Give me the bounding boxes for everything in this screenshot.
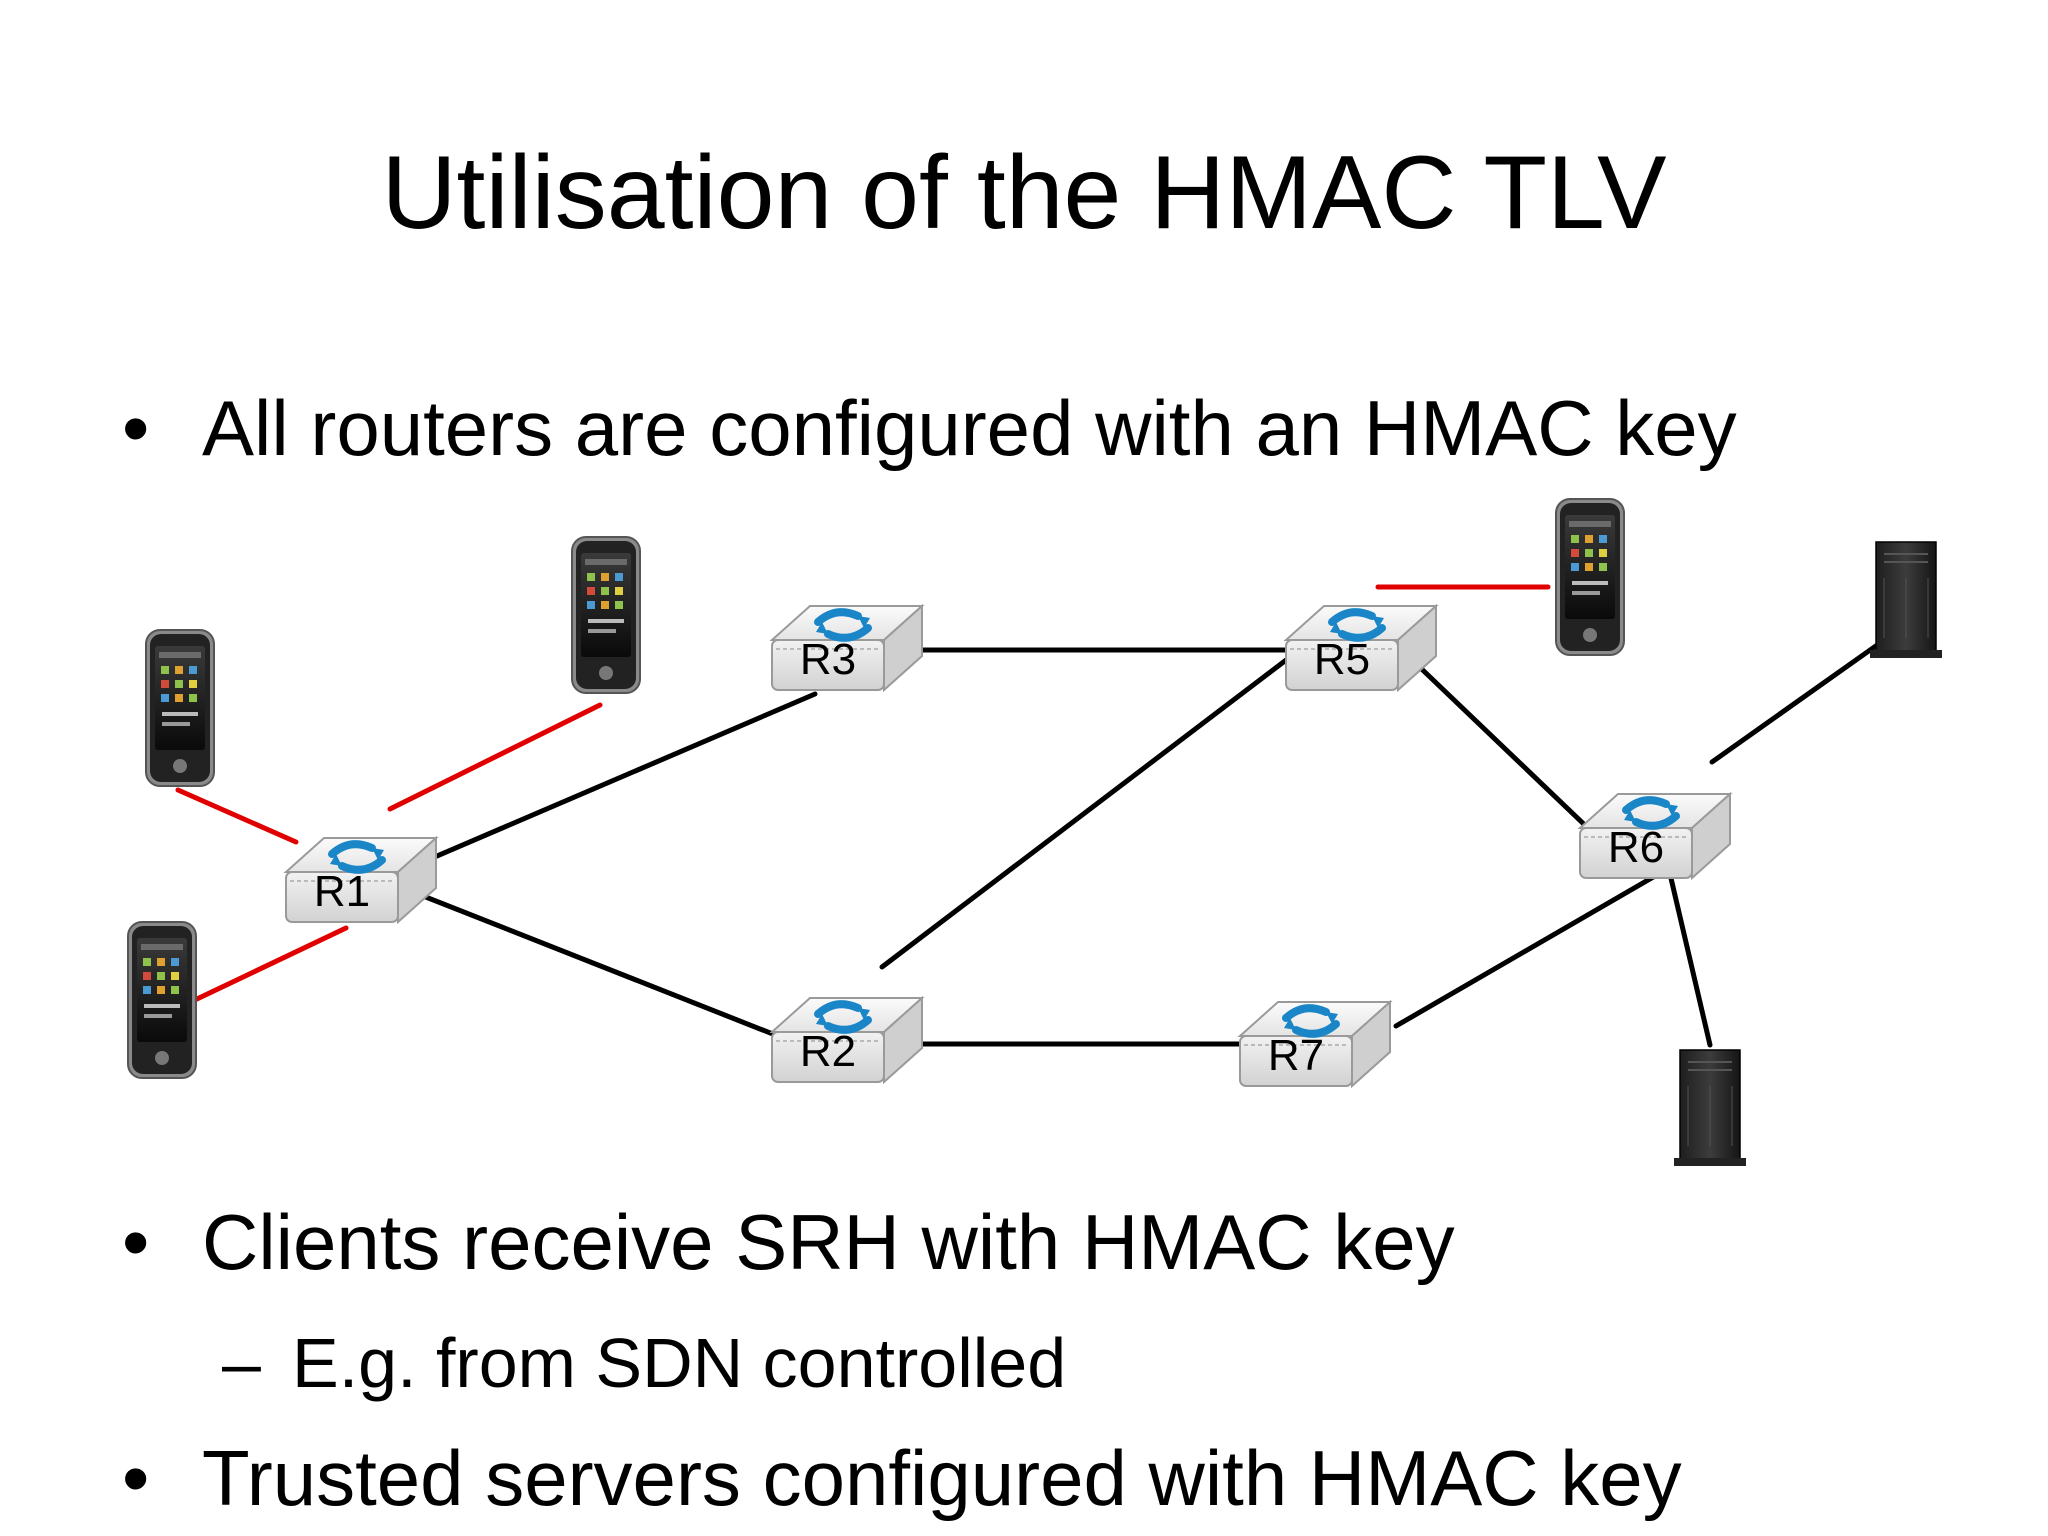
link-R2-R5 [879,648,1301,970]
router-R1: R1 [286,838,436,922]
server-icon [1673,1049,1747,1167]
bullet-marker: • [122,1198,150,1286]
client-link-phone-b [387,702,603,812]
subbullet-marker: – [222,1324,261,1402]
client-link-phone-a [175,787,299,845]
link-R6-server-bottom [1667,871,1713,1048]
smartphone-icon [127,921,197,1079]
bullet-1: • All routers are configured with an HMAC… [122,380,1737,476]
link-R5-R6 [1404,652,1593,833]
link-R7-R6 [1393,873,1658,1029]
router-label: R1 [314,867,370,916]
smartphone-icon [145,629,215,787]
bullet-marker: • [122,1434,150,1522]
router-R5: R5 [1286,606,1436,690]
link-R1-R3 [392,691,818,877]
router-label: R6 [1608,823,1664,872]
link-R6-server-top [1709,640,1883,765]
router-label: R3 [800,635,856,684]
bullet-text: All routers are configured with an HMAC … [202,384,1737,472]
client-link-phone-c [175,925,349,1011]
server-icon [1869,541,1943,659]
link-R1-R2 [405,887,791,1043]
bullet-2: • Clients receive SRH with HMAC key [122,1194,1455,1290]
smartphone-icon [571,536,641,694]
router-R2: R2 [772,998,922,1082]
router-label: R7 [1268,1031,1324,1080]
slide-title: Utilisation of the HMAC TLV [381,135,1667,251]
smartphone-icon [1555,498,1625,656]
router-R6: R6 [1580,794,1730,878]
bullet-text: Clients receive SRH with HMAC key [202,1198,1455,1286]
subbullet-1: –E.g. from SDN controlled [222,1318,1066,1408]
bullet-text: Trusted servers configured with HMAC key [202,1434,1682,1522]
bullet-marker: • [122,384,150,472]
subbullet-text: E.g. from SDN controlled [292,1324,1067,1402]
router-label: R2 [800,1027,856,1076]
router-R3: R3 [772,606,922,690]
router-R7: R7 [1240,1002,1390,1086]
router-label: R5 [1314,635,1370,684]
bullet-3: • Trusted servers configured with HMAC ke… [122,1430,1682,1526]
